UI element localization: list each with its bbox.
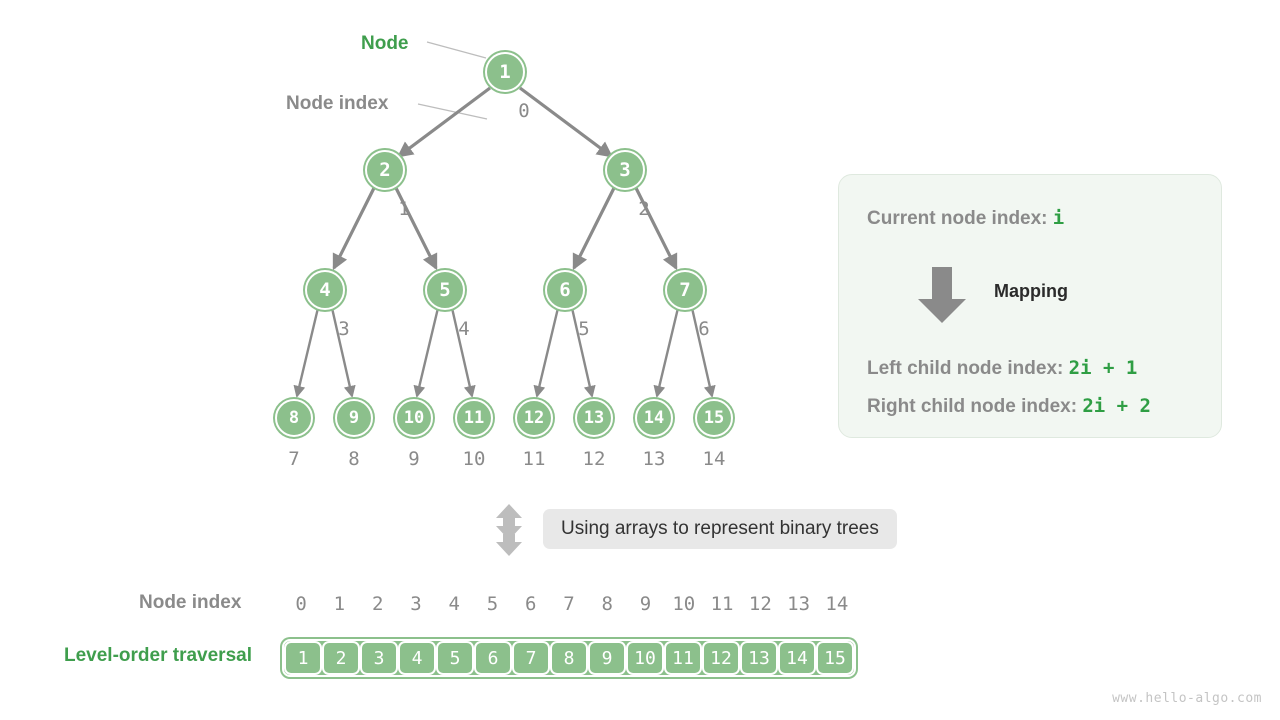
tree-node-12: 12: [515, 399, 553, 437]
info-mapping-label: Mapping: [994, 281, 1068, 301]
array-cell-7: 8: [550, 641, 588, 675]
array-index-11: 11: [710, 593, 734, 615]
tree-node-13: 13: [575, 399, 613, 437]
info-right-prefix: Right child node index:: [867, 396, 1083, 417]
tree-node-index-12: 12: [582, 448, 606, 470]
tree-node-index-13: 13: [642, 448, 666, 470]
tree-node-index-10: 10: [462, 448, 486, 470]
tree-leaf-edge-group: [293, 307, 716, 398]
tree-node-2: 2: [365, 150, 405, 190]
array-index-12: 12: [748, 593, 772, 615]
tree-node-10: 10: [395, 399, 433, 437]
array-index-3: 3: [410, 593, 422, 615]
tree-node-index-8: 8: [348, 448, 360, 470]
array-cell-5: 6: [474, 641, 512, 675]
array-cell-1: 2: [322, 641, 360, 675]
array-cell-0: 1: [284, 641, 322, 675]
tree-node-index-5: 5: [578, 318, 590, 340]
callout-node: Node: [361, 33, 409, 54]
tree-node-index-6: 6: [698, 318, 710, 340]
info-current-prefix: Current node index:: [867, 208, 1053, 229]
watermark: www.hello-algo.com: [1112, 691, 1262, 706]
info-left-prefix: Left child node index:: [867, 358, 1069, 379]
array-index-13: 13: [787, 593, 811, 615]
info-right-value: 2i + 2: [1082, 395, 1151, 417]
info-current-value: i: [1052, 207, 1065, 229]
array-cell-6: 7: [512, 641, 550, 675]
tree-node-index-2: 2: [638, 198, 650, 220]
tree-node-index-4: 4: [458, 318, 470, 340]
array-cell-9: 10: [626, 641, 664, 675]
tree-node-index-11: 11: [522, 448, 546, 470]
array-cell-12: 13: [740, 641, 778, 675]
tree-node-index-0: 0: [518, 100, 530, 122]
array-cell-3: 4: [398, 641, 436, 675]
callout-node-index: Node index: [286, 93, 389, 114]
tree-node-4: 4: [305, 270, 345, 310]
tree-node-15: 15: [695, 399, 733, 437]
tree-node-index-9: 9: [408, 448, 420, 470]
mapping-info-panel: Current node index: i Mapping Left child…: [838, 174, 1222, 438]
tree-node-7: 7: [665, 270, 705, 310]
array-index-7: 7: [563, 593, 575, 615]
info-left-child-index: Left child node index: 2i + 1: [867, 357, 1137, 380]
tree-node-14: 14: [635, 399, 673, 437]
info-left-value: 2i + 1: [1068, 357, 1138, 379]
bottom-level-order-label: Level-order traversal: [64, 645, 252, 666]
array-cell-11: 12: [702, 641, 740, 675]
array-index-0: 0: [295, 593, 307, 615]
tree-node-8: 8: [275, 399, 313, 437]
array-cell-8: 9: [588, 641, 626, 675]
array-index-2: 2: [371, 593, 384, 615]
array-index-4: 4: [448, 593, 460, 615]
array-cell-10: 11: [664, 641, 702, 675]
bottom-node-index-label: Node index: [139, 592, 242, 613]
tree-node-6: 6: [545, 270, 585, 310]
info-current-node-index: Current node index: i: [867, 207, 1064, 230]
array-index-6: 6: [525, 593, 537, 615]
array-cell-4: 5: [436, 641, 474, 675]
tree-node-index-1: 1: [398, 198, 410, 220]
tree-node-5: 5: [425, 270, 465, 310]
tree-node-index-3: 3: [338, 318, 350, 340]
tree-node-index-14: 14: [702, 448, 726, 470]
array-index-8: 8: [601, 593, 613, 615]
array-index-1: 1: [333, 593, 346, 615]
down-arrow-icon: [918, 267, 966, 323]
array-cell-14: 15: [816, 641, 854, 675]
array-cell-2: 3: [360, 641, 398, 675]
array-index-5: 5: [486, 593, 499, 615]
array-index-9: 9: [639, 593, 652, 615]
tree-node-9: 9: [335, 399, 373, 437]
callout-leader-lines: [417, 41, 488, 120]
up-down-arrow-icon: [496, 504, 522, 556]
array-index-10: 10: [672, 593, 696, 615]
array-index-14: 14: [825, 593, 849, 615]
info-right-child-index: Right child node index: 2i + 2: [867, 395, 1151, 418]
tree-node-1: 1: [485, 52, 525, 92]
tree-node-index-7: 7: [288, 448, 300, 470]
representation-pill: Using arrays to represent binary trees: [543, 509, 897, 549]
tree-node-11: 11: [455, 399, 493, 437]
tree-node-3: 3: [605, 150, 645, 190]
array-cell-13: 14: [778, 641, 816, 675]
